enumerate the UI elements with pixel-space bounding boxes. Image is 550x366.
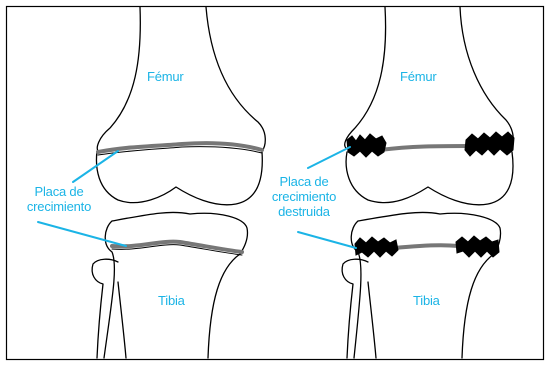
right-tibia-growth-plate	[394, 245, 458, 248]
right-femur-growth-plate	[380, 146, 468, 150]
right-femur-label: Fémur	[400, 69, 437, 84]
right-femur-condyles	[346, 152, 513, 205]
left-femur-condyles	[96, 151, 262, 205]
left-tibia-outline	[104, 212, 247, 358]
damaged-tibia-right-block	[456, 236, 499, 257]
right-growth-plate-label-line1: Placa de	[264, 174, 344, 189]
right-growth-plate-label-line2: crecimiento	[264, 189, 344, 204]
right-pointer-tibia	[298, 232, 356, 248]
left-fibula-outline	[92, 259, 126, 358]
left-tibia-growth-plate	[112, 242, 242, 252]
left-growth-plate-label-line2: crecimiento	[14, 199, 104, 214]
right-growth-plate-label-line3: destruida	[264, 204, 344, 219]
left-tibia-label: Tibia	[158, 293, 185, 308]
damaged-femur-left-block	[347, 134, 386, 157]
right-pointer-femur	[308, 147, 350, 168]
left-pointer-femur	[73, 151, 118, 182]
damaged-femur-right-block	[465, 132, 514, 156]
right-tibia-label: Tibia	[413, 293, 440, 308]
right-growth-plate-label: Placa de crecimiento destruida	[264, 174, 344, 219]
left-growth-plate-label-line1: Placa de	[14, 184, 104, 199]
right-damaged-plate-segments	[347, 132, 514, 257]
left-pointer-tibia	[38, 222, 126, 246]
left-growth-plate-label: Placa de crecimiento	[14, 184, 104, 214]
left-femur-label: Fémur	[147, 69, 184, 84]
damaged-tibia-left-block	[355, 237, 398, 257]
